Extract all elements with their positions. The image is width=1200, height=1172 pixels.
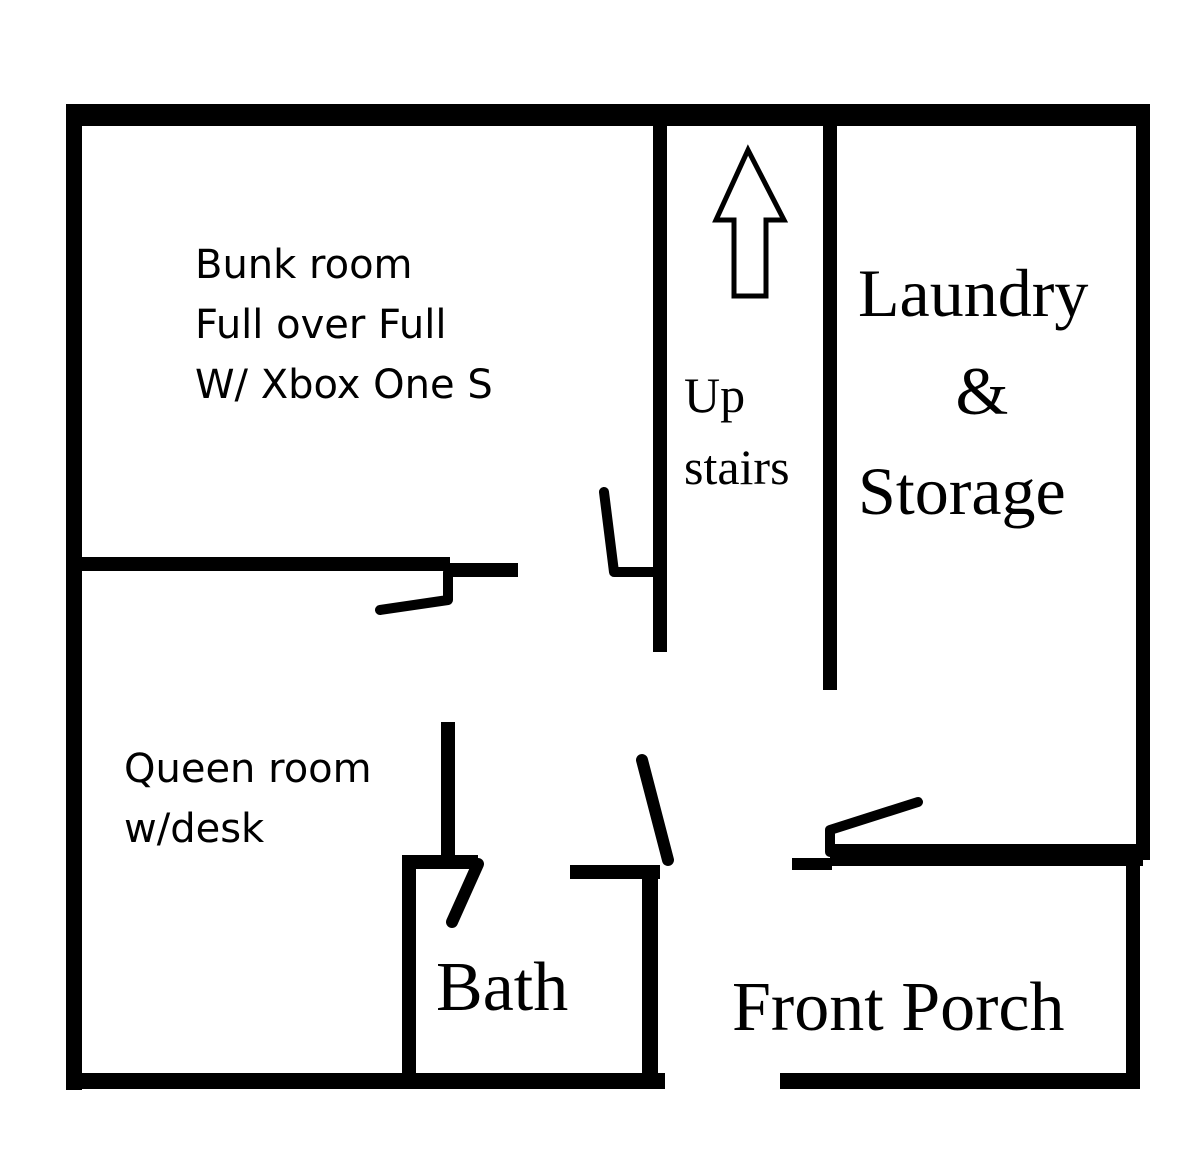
outer-walls [66,104,1150,1090]
laundry-label: Laundry & Storage [858,255,1088,529]
bunk-room-line-1: Bunk room [195,242,413,288]
stairs-label: Up stairs [684,367,790,495]
doors [375,487,923,928]
queen-room-line-1: Queen room [124,746,372,792]
laundry-door [825,797,923,857]
front-porch-label: Front Porch [732,969,1065,1046]
bath-label: Bath [436,949,568,1026]
arrow-up-icon [712,144,789,299]
queen-room-label: Queen room w/desk [124,746,372,852]
queen-room-door [636,754,674,866]
interior-walls [76,120,1143,1080]
hall-closet-door [599,487,661,577]
bath-door [446,858,484,928]
laundry-line-2: & [956,353,1009,429]
stairs-line-2: stairs [684,439,790,495]
stairs-line-1: Up [684,367,745,423]
laundry-line-1: Laundry [858,255,1088,331]
laundry-line-3: Storage [858,453,1066,529]
bunk-room-door [375,567,453,615]
bunk-room-line-3: W/ Xbox One S [195,362,493,408]
queen-room-line-2: w/desk [124,806,265,852]
bunk-room-line-2: Full over Full [195,302,446,348]
bunk-room-label: Bunk room Full over Full W/ Xbox One S [195,242,493,408]
